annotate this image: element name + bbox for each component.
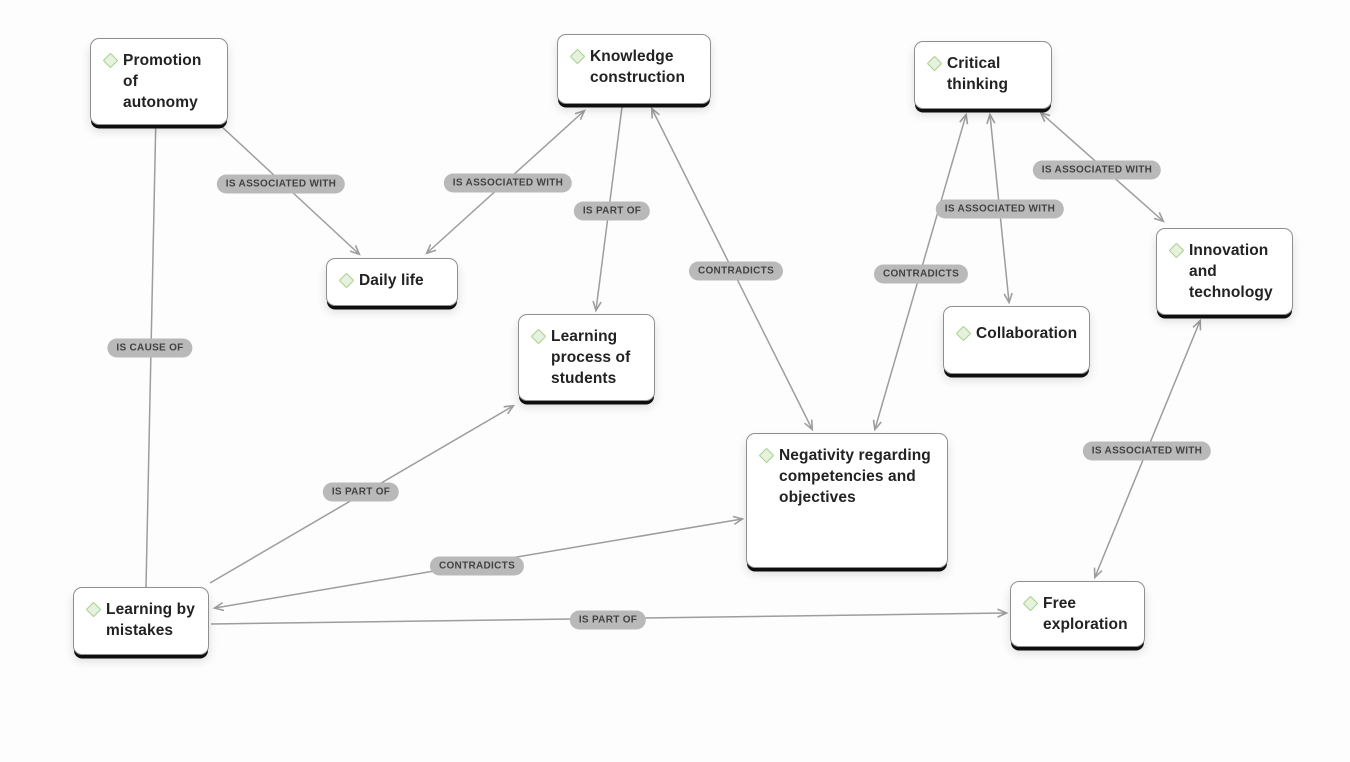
diamond-icon [569, 48, 586, 65]
node-learning-by-mistakes[interactable]: Learning by mistakes [73, 587, 209, 655]
diamond-icon [1022, 595, 1039, 612]
diamond-icon [758, 447, 775, 464]
edge-label-is-part-of[interactable]: IS PART OF [322, 482, 400, 502]
edge-label-is-associated-with[interactable]: IS ASSOCIATED WITH [935, 199, 1065, 219]
node-label: Learning by mistakes [106, 601, 195, 639]
edge-label-contradicts[interactable]: CONTRADICTS [873, 264, 969, 284]
node-label: Promotion of autonomy [123, 52, 202, 111]
node-knowledge-construction[interactable]: Knowledge construction [557, 34, 711, 104]
node-label: Collaboration [976, 325, 1078, 342]
diamond-icon [85, 601, 102, 618]
node-label: Knowledge construction [590, 48, 686, 86]
edge-label-is-associated-with[interactable]: IS ASSOCIATED WITH [1082, 441, 1212, 461]
edge-label-is-part-of[interactable]: IS PART OF [573, 201, 651, 221]
diamond-icon [338, 272, 355, 289]
node-label: Innovation and technology [1189, 242, 1273, 301]
edge-label-is-part-of[interactable]: IS PART OF [569, 610, 647, 630]
node-daily-life[interactable]: Daily life [326, 258, 458, 306]
node-promotion-of-autonomy[interactable]: Promotion of autonomy [90, 38, 228, 125]
edge-label-contradicts[interactable]: CONTRADICTS [429, 556, 525, 576]
diamond-icon [926, 55, 943, 72]
node-label: Free exploration [1043, 595, 1128, 633]
edge-label-is-associated-with[interactable]: IS ASSOCIATED WITH [1032, 160, 1162, 180]
node-innovation-and-technology[interactable]: Innovation and technology [1156, 228, 1293, 315]
node-free-exploration[interactable]: Free exploration [1010, 581, 1145, 647]
edge-label-contradicts[interactable]: CONTRADICTS [688, 261, 784, 281]
node-label: Critical thinking [947, 55, 1009, 93]
diamond-icon [1168, 242, 1185, 259]
node-label: Learning process of students [551, 328, 631, 387]
edge-label-is-cause-of[interactable]: IS CAUSE OF [107, 338, 193, 358]
node-negativity-regarding-competencies-and-objectives[interactable]: Negativity regarding competencies and ob… [746, 433, 948, 568]
node-label: Negativity regarding competencies and ob… [779, 447, 931, 506]
edge-label-is-associated-with[interactable]: IS ASSOCIATED WITH [216, 174, 346, 194]
diamond-icon [102, 52, 119, 69]
node-label: Daily life [359, 272, 424, 289]
node-learning-process-of-students[interactable]: Learning process of students [518, 314, 655, 401]
node-critical-thinking[interactable]: Critical thinking [914, 41, 1052, 109]
diamond-icon [530, 328, 547, 345]
edge-label-is-associated-with[interactable]: IS ASSOCIATED WITH [443, 173, 573, 193]
node-collaboration[interactable]: Collaboration [943, 306, 1090, 374]
diamond-icon [955, 325, 972, 342]
